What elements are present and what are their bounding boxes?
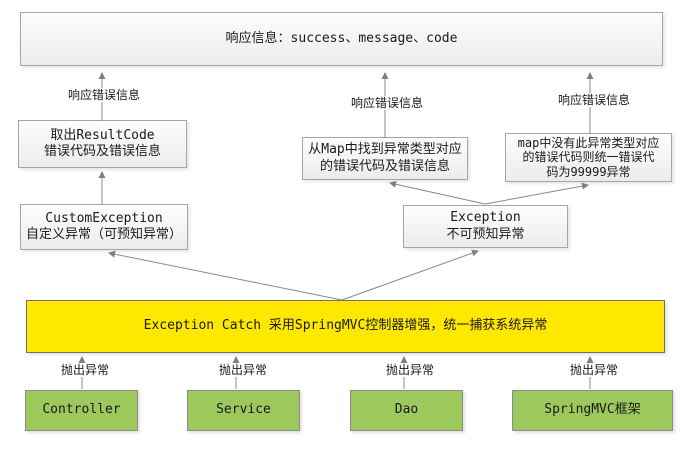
response-info-box: 响应信息：success、message、code — [20, 12, 663, 66]
exception-catch-box: Exception Catch 采用SpringMVC控制器增强，统一捕获系统异… — [26, 300, 665, 353]
map-not-found-line2: 的错误代码则统一错误代 — [522, 150, 655, 165]
exception-box: Exception 不可预知异常 — [403, 205, 568, 248]
edge-label-throw-exception-3: 抛出异常 — [379, 363, 441, 377]
result-code-line2: 错误代码及错误信息 — [43, 144, 161, 159]
exception-line1: Exception — [450, 210, 521, 226]
edge-label-respond-error-3: 响应错误信息 — [552, 93, 636, 107]
exception-catch-text: Exception Catch 采用SpringMVC控制器增强，统一捕获系统异… — [143, 318, 548, 334]
result-code-box: 取出ResultCode 错误代码及错误信息 — [18, 120, 187, 168]
exception-line2: 不可预知异常 — [446, 226, 525, 242]
map-not-found-line1: map中没有此异常类型对应 — [517, 135, 660, 150]
edge-label-throw-exception-2: 抛出异常 — [212, 363, 274, 377]
edge-label-respond-error-1: 响应错误信息 — [62, 88, 146, 102]
source-label-springmvc: SpringMVC框架 — [544, 402, 641, 418]
source-label-controller: Controller — [42, 402, 121, 418]
map-not-found-box: map中没有此异常类型对应 的错误代码则统一错误代 码为99999异常 — [505, 133, 672, 182]
map-found-box: 从Map中找到异常类型对应 的错误代码及错误信息 — [302, 137, 468, 180]
custom-exception-box: CustomException 自定义异常（可预知异常） — [20, 204, 188, 250]
arrow-catcher-to-customexception — [108, 250, 343, 301]
arrow-exception-to-mapnotfound — [484, 182, 589, 205]
arrow-exception-to-mapfound — [389, 180, 486, 205]
result-code-line1: 取出ResultCode — [50, 127, 155, 143]
custom-exception-line1: CustomException — [45, 210, 163, 226]
edge-label-throw-exception-4: 抛出异常 — [563, 363, 625, 377]
edge-label-throw-exception-1: 抛出异常 — [54, 363, 116, 377]
source-box-springmvc: SpringMVC框架 — [512, 390, 673, 431]
response-info-text: 响应信息：success、message、code — [225, 30, 458, 46]
source-label-service: Service — [216, 402, 271, 418]
map-found-line2: 的错误代码及错误信息 — [319, 158, 450, 174]
custom-exception-line2: 自定义异常（可预知异常） — [25, 227, 182, 242]
map-found-line1: 从Map中找到异常类型对应 — [308, 142, 462, 158]
source-box-service: Service — [187, 390, 300, 431]
map-not-found-line3: 码为99999异常 — [546, 164, 631, 179]
arrow-catcher-to-exception — [341, 249, 479, 301]
source-label-dao: Dao — [394, 402, 419, 418]
source-box-controller: Controller — [25, 390, 138, 431]
edge-label-respond-error-2: 响应错误信息 — [345, 96, 429, 110]
source-box-dao: Dao — [350, 390, 463, 431]
